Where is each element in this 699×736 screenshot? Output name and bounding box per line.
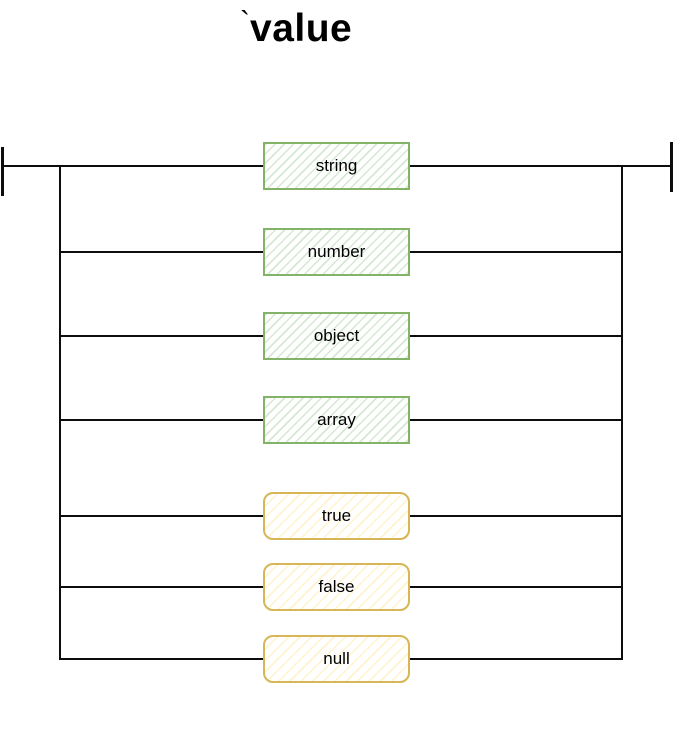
node-object: object	[263, 312, 410, 360]
node-null-label: null	[323, 649, 350, 668]
backtick-mark: `	[240, 6, 250, 39]
rail-branch-right	[621, 166, 623, 660]
node-array-label: array	[317, 410, 356, 429]
node-true: true	[263, 492, 410, 540]
diagram-title: ` value	[240, 6, 352, 52]
end-terminal-bar	[670, 142, 673, 192]
node-false: false	[263, 563, 410, 611]
node-object-label: object	[313, 326, 360, 345]
rail-branch-left	[59, 166, 61, 660]
node-number: number	[263, 228, 410, 276]
node-number-label: number	[307, 242, 366, 261]
node-false-label: false	[318, 577, 355, 596]
start-terminal-bar	[1, 147, 4, 196]
node-null: null	[263, 635, 410, 683]
node-array: array	[263, 396, 410, 444]
node-string-label: string	[315, 156, 358, 175]
node-string: string	[263, 142, 410, 190]
node-true-label: true	[321, 506, 352, 525]
rule-name: value	[250, 7, 353, 50]
